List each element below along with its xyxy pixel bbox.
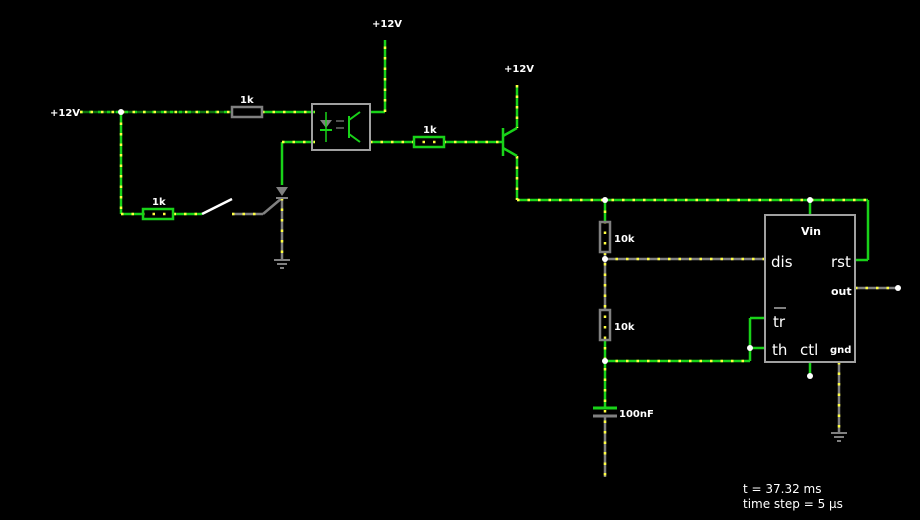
pin-out: out xyxy=(831,285,852,298)
supply-label-transistor: +12V xyxy=(504,64,534,75)
resistor-base-label: 1k xyxy=(423,125,437,136)
junction-node[interactable] xyxy=(747,345,753,351)
switch-lever[interactable] xyxy=(201,197,233,216)
resistor-lower-label: 10k xyxy=(614,322,635,333)
capacitor[interactable] xyxy=(593,406,617,418)
timer-ic[interactable] xyxy=(764,214,856,363)
pin-tr: tr xyxy=(773,313,786,331)
resistor-upper-label: 10k xyxy=(614,234,635,245)
npn-transistor[interactable] xyxy=(501,126,518,158)
pin-rst: rst xyxy=(831,253,851,271)
sim-time-step: time step = 5 µs xyxy=(743,497,843,511)
pin-ctl: ctl xyxy=(800,341,818,359)
junction-node[interactable] xyxy=(602,197,608,203)
junction-node[interactable] xyxy=(602,358,608,364)
pin-dis: dis xyxy=(771,253,793,271)
supply-label-opto: +12V xyxy=(372,19,402,30)
resistor-base[interactable] xyxy=(412,135,446,149)
junction-node[interactable] xyxy=(118,109,124,115)
ground-icon xyxy=(274,259,290,269)
optocoupler[interactable] xyxy=(311,103,371,151)
wire xyxy=(262,197,283,215)
sim-time: t = 37.32 ms xyxy=(743,482,822,496)
terminal-node[interactable] xyxy=(895,285,901,291)
resistor-input-label: 1k xyxy=(240,95,254,106)
resistor-lower[interactable] xyxy=(598,308,612,342)
capacitor-label: 100nF xyxy=(619,409,654,420)
resistor-switch-label: 1k xyxy=(152,197,166,208)
supply-label-left: +12V xyxy=(50,108,80,119)
pin-th: th xyxy=(772,341,787,359)
ground-icon xyxy=(831,432,847,442)
resistor-input[interactable] xyxy=(230,105,264,119)
junction-node[interactable] xyxy=(602,256,608,262)
junction-node[interactable] xyxy=(807,197,813,203)
resistor-upper[interactable] xyxy=(598,220,612,254)
terminal-node[interactable] xyxy=(807,373,813,379)
pin-gnd: gnd xyxy=(830,345,851,356)
led-icon[interactable] xyxy=(276,187,288,199)
resistor-switch[interactable] xyxy=(141,207,175,221)
pin-vin: Vin xyxy=(801,225,821,238)
